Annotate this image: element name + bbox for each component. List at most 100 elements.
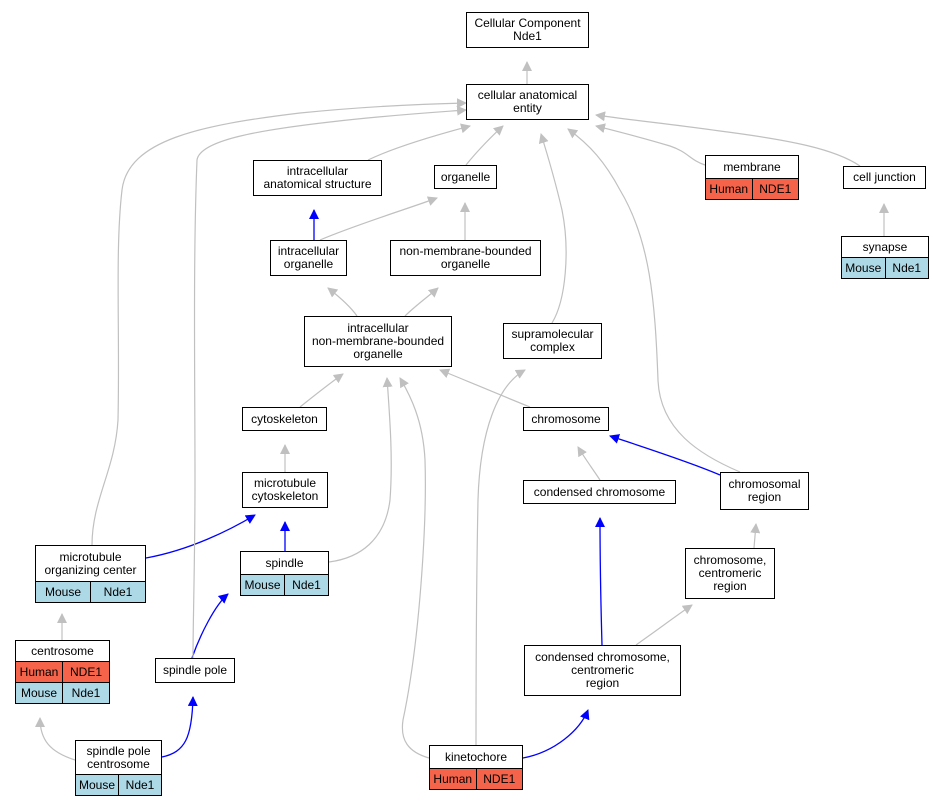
edge-mtoc-to-cae xyxy=(91,98,467,546)
node-label-line: organelle xyxy=(353,347,403,361)
node-label-line: region xyxy=(713,579,747,593)
node-label-line: spindle xyxy=(265,555,304,570)
node-label: centrosome xyxy=(16,641,109,661)
edge-cccr-to-ccr xyxy=(635,604,693,646)
edge-kin-to-inmbo xyxy=(399,377,430,759)
node-label-line: Cellular Component xyxy=(474,16,581,30)
gene-cell: Nde1 xyxy=(90,582,145,602)
node-label-line: microtubule xyxy=(253,476,316,490)
node-label-line: region xyxy=(747,490,782,504)
edge-inmbo-to-io xyxy=(327,287,358,317)
node-label-line: organelle xyxy=(283,257,334,271)
edge-io-to-org xyxy=(319,196,438,241)
node-label-line: cytoskeleton xyxy=(251,411,318,426)
node-cchr[interactable]: condensed chromosome xyxy=(523,480,676,504)
species-cell: Mouse xyxy=(244,578,281,592)
node-cj[interactable]: cell junction xyxy=(843,166,926,189)
gene-cell: Nde1 xyxy=(884,258,929,278)
gene-cell: NDE1 xyxy=(475,769,523,789)
node-label-line: cell junction xyxy=(853,170,916,184)
node-label: kinetochore xyxy=(430,746,522,768)
node-label: synapse xyxy=(842,237,928,257)
node-label: cytoskeleton xyxy=(243,408,326,430)
edge-kin-to-smc xyxy=(475,369,526,746)
gene-cell: NDE1 xyxy=(62,662,109,682)
node-spole[interactable]: spindle pole xyxy=(155,658,235,683)
node-chr[interactable]: chromosome xyxy=(523,407,609,431)
edge-cj-to-cae xyxy=(595,111,861,167)
node-label: spindle pole xyxy=(156,659,234,682)
node-label-line: cytoskeleton xyxy=(251,489,319,503)
node-label-line: chromosomal xyxy=(728,477,801,491)
edge-inmbo-to-nmbo xyxy=(404,287,439,317)
node-label-line: spindle pole xyxy=(86,743,151,758)
node-label-line: entity xyxy=(513,101,542,115)
node-label-line: microtubule xyxy=(59,549,122,564)
node-label-line: organelle xyxy=(440,257,491,271)
node-label-line: intracellular xyxy=(347,321,409,335)
edge-spindle-to-inmbo xyxy=(328,377,393,563)
edge-chreg-to-cae xyxy=(567,128,741,473)
node-label-line: membrane xyxy=(723,159,781,174)
edge-cchr-to-chr xyxy=(577,446,601,481)
node-cyto[interactable]: cytoskeleton xyxy=(242,407,327,431)
node-label: organelle xyxy=(435,166,496,188)
edge-cyto-to-inmbo xyxy=(299,373,344,408)
edge-org-to-cae xyxy=(465,125,504,166)
gene-cell: NDE1 xyxy=(751,179,799,199)
node-label: chromosome xyxy=(524,408,608,430)
node-label-line: region xyxy=(585,676,620,690)
node-org[interactable]: organelle xyxy=(434,165,497,189)
species-cell: Mouse xyxy=(20,686,58,700)
edge-chr-to-inmbo xyxy=(439,368,531,408)
species-cell: Human xyxy=(19,665,59,679)
node-label-line: centromeric xyxy=(571,663,634,677)
gene-cell: Nde1 xyxy=(118,775,161,795)
node-label-line: synapse xyxy=(862,239,908,254)
node-label: cell junction xyxy=(844,167,925,188)
node-label-line: centrosome xyxy=(87,756,150,771)
node-label-line: organelle xyxy=(440,169,491,184)
species-cell: Human xyxy=(433,772,473,786)
edge-kin-to-cccr xyxy=(522,709,590,759)
node-label: spindle xyxy=(241,552,328,574)
node-label-line: chromosome, xyxy=(693,553,767,567)
edge-mtoc-to-mtc xyxy=(145,514,256,559)
node-label-line: intracellular xyxy=(286,164,349,178)
node-label-line: Nde1 xyxy=(513,29,542,43)
node-label-line: cellular anatomical xyxy=(477,88,578,102)
node-label-line: non-membrane-bounded xyxy=(399,244,532,258)
